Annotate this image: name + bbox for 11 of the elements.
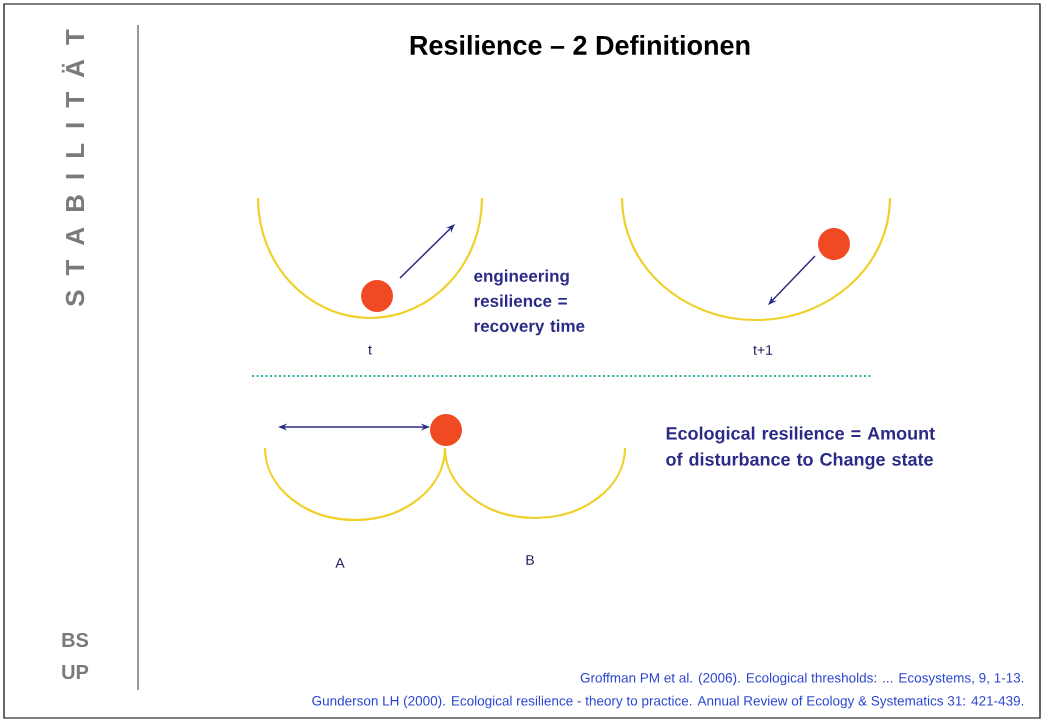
time-label: t [368, 345, 372, 355]
time-label: t+1 [753, 345, 773, 355]
state-label: B [526, 555, 534, 565]
side-note: BS UP [62, 632, 89, 680]
state-label: A [335, 558, 345, 568]
side-heading: S T A B I L I T Ä T [61, 29, 85, 307]
definition-text: engineering resilience = recovery time [474, 269, 585, 336]
reference-text: Groffman PM et al. (2006). Ecological thresholds: ... Ecosystems, 9, 1-13. [580, 672, 1024, 686]
reference-text: Gunderson LH (2000). Ecological resilience - theory to practice. Annual Review of Ecology & Systematics 31: 421-439. [312, 695, 1024, 709]
title: Resilience – 2 Definitionen [410, 35, 750, 55]
definition-text: Ecological resilience = Amount of disturbance to Change state [666, 426, 935, 470]
